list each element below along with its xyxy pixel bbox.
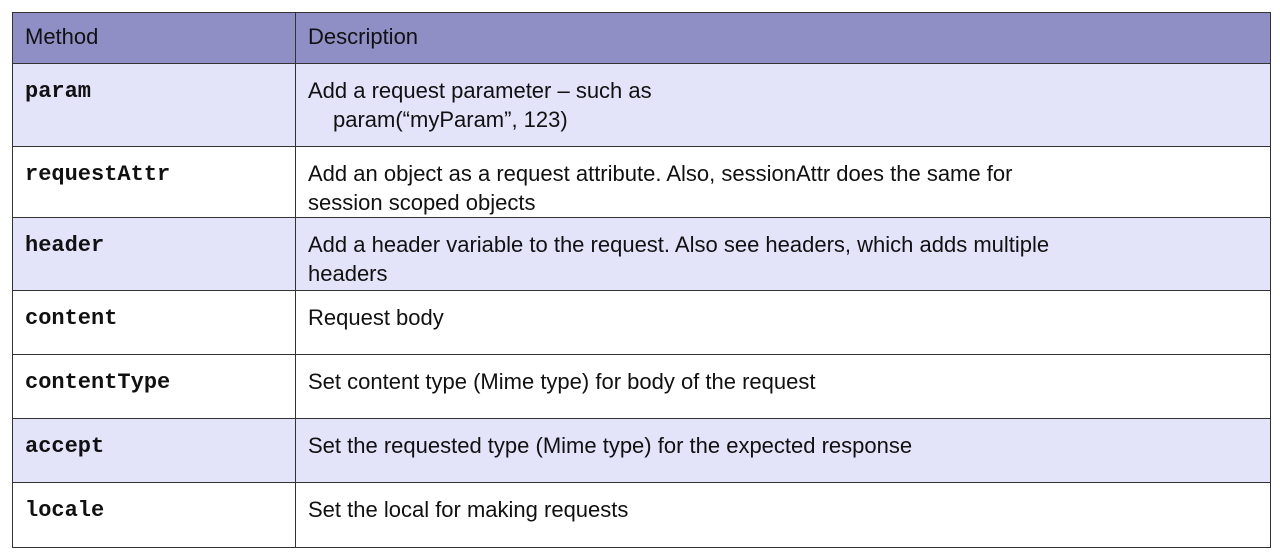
methods-table: Method Description param Add a request p… xyxy=(12,12,1271,548)
method-name: locale xyxy=(12,482,296,548)
table-row: param Add a request parameter – such as … xyxy=(12,63,1271,147)
table-row: requestAttr Add an object as a request a… xyxy=(12,146,1271,218)
method-name: param xyxy=(12,63,296,147)
method-description: Add a request parameter – such as param(… xyxy=(295,63,1271,147)
description-line: headers xyxy=(308,261,388,286)
table-row: locale Set the local for making requests xyxy=(12,482,1271,548)
method-description: Set the requested type (Mime type) for t… xyxy=(295,418,1271,483)
description-line: Add an object as a request attribute. Al… xyxy=(308,161,1013,186)
description-line: Set the requested type (Mime type) for t… xyxy=(308,433,913,458)
method-description: Set content type (Mime type) for body of… xyxy=(295,354,1271,419)
description-line: Set the local for making requests xyxy=(308,497,629,522)
table-row: header Add a header variable to the requ… xyxy=(12,217,1271,291)
method-name: accept xyxy=(12,418,296,483)
method-name: header xyxy=(12,217,296,291)
header-row: Method Description xyxy=(12,12,1271,64)
method-description: Set the local for making requests xyxy=(295,482,1271,548)
description-line: Request body xyxy=(308,305,444,330)
table-row: content Request body xyxy=(12,290,1271,355)
table-row: accept Set the requested type (Mime type… xyxy=(12,418,1271,483)
method-description: Add an object as a request attribute. Al… xyxy=(295,146,1271,218)
column-header-description: Description xyxy=(295,12,1271,64)
description-line: Add a request parameter – such as xyxy=(308,78,652,103)
description-line: Set content type (Mime type) for body of… xyxy=(308,369,816,394)
method-description: Request body xyxy=(295,290,1271,355)
description-code-example: param(“myParam”, 123) xyxy=(333,107,568,132)
method-name: contentType xyxy=(12,354,296,419)
description-line: session scoped objects xyxy=(308,190,536,215)
method-name: content xyxy=(12,290,296,355)
method-description: Add a header variable to the request. Al… xyxy=(295,217,1271,291)
column-header-method: Method xyxy=(12,12,296,64)
table-row: contentType Set content type (Mime type)… xyxy=(12,354,1271,419)
description-line: Add a header variable to the request. Al… xyxy=(308,232,1050,257)
method-name: requestAttr xyxy=(12,146,296,218)
